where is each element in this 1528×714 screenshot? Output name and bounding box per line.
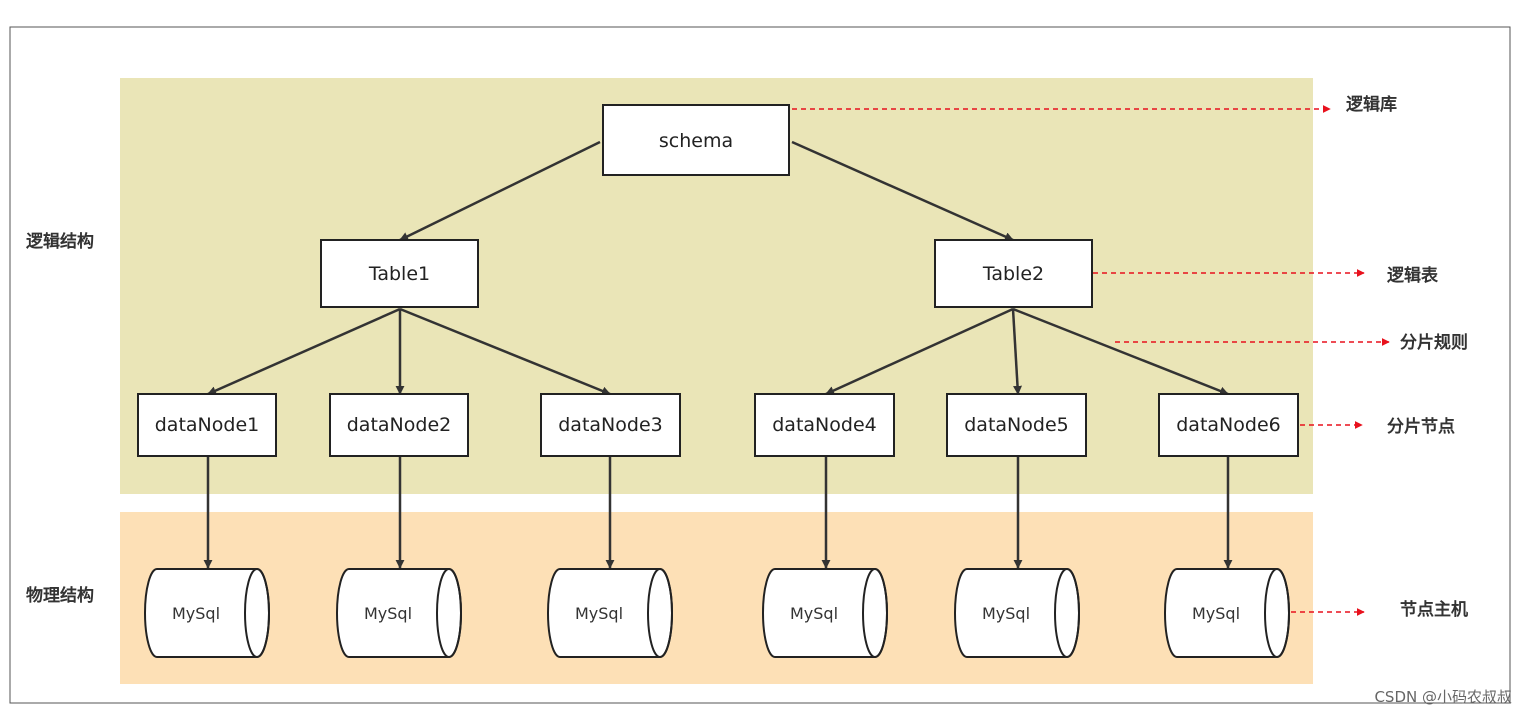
- annotation-sharding-rule: 分片规则: [1400, 332, 1468, 353]
- arrow-table1-datanode3: [399, 307, 611, 396]
- mysql-6-label: MySql: [1192, 604, 1240, 623]
- mysql-3-label: MySql: [575, 604, 623, 623]
- mysql-host-5[interactable]: MySql: [954, 568, 1080, 658]
- datanode4-node[interactable]: dataNode4: [754, 393, 895, 457]
- datanode2-node[interactable]: dataNode2: [329, 393, 469, 457]
- table2-node[interactable]: Table2: [934, 239, 1093, 308]
- mysql-1-label: MySql: [172, 604, 220, 623]
- datanode1-node[interactable]: dataNode1: [137, 393, 277, 457]
- arrow-table2-datanode6: [1012, 307, 1229, 396]
- table1-node[interactable]: Table1: [320, 239, 479, 308]
- arrow-table2-datanode4: [825, 307, 1014, 396]
- mysql-2-label: MySql: [364, 604, 412, 623]
- datanode1-label: dataNode1: [155, 414, 259, 436]
- mysql-4-label: MySql: [790, 604, 838, 623]
- datanode3-label: dataNode3: [558, 414, 662, 436]
- arrow-table1-datanode1: [207, 307, 401, 396]
- mysql-5-label: MySql: [982, 604, 1030, 623]
- datanode6-label: dataNode6: [1176, 414, 1280, 436]
- schema-node[interactable]: schema: [602, 104, 790, 176]
- mysql-host-1[interactable]: MySql: [144, 568, 270, 658]
- arrow-table2-datanode5: [1011, 308, 1023, 395]
- table1-label: Table1: [368, 263, 430, 285]
- datanode4-label: dataNode4: [772, 414, 876, 436]
- annotation-logical-table: 逻辑表: [1387, 265, 1439, 286]
- datanode3-node[interactable]: dataNode3: [540, 393, 681, 457]
- annotation-shard-node: 分片节点: [1387, 416, 1455, 437]
- mysql-host-6[interactable]: MySql: [1164, 568, 1290, 658]
- datanode6-node[interactable]: dataNode6: [1158, 393, 1299, 457]
- arrow-schema-table2: [791, 140, 1014, 242]
- mysql-host-2[interactable]: MySql: [336, 568, 462, 658]
- datanode5-label: dataNode5: [964, 414, 1068, 436]
- mysql-host-4[interactable]: MySql: [762, 568, 888, 658]
- arrow-schema-table1: [399, 140, 601, 242]
- watermark: CSDN @小码农叔叔: [1374, 688, 1512, 706]
- physical-section-label: 物理结构: [26, 585, 94, 606]
- datanode5-node[interactable]: dataNode5: [946, 393, 1087, 457]
- mysql-host-3[interactable]: MySql: [547, 568, 673, 658]
- datanode2-label: dataNode2: [347, 414, 451, 436]
- annotation-node-host: 节点主机: [1400, 599, 1468, 620]
- physical-band: [120, 512, 1313, 684]
- logical-section-label: 逻辑结构: [26, 231, 94, 252]
- annotation-logical-db: 逻辑库: [1346, 94, 1397, 115]
- table2-label: Table2: [982, 263, 1044, 285]
- schema-label: schema: [659, 130, 733, 152]
